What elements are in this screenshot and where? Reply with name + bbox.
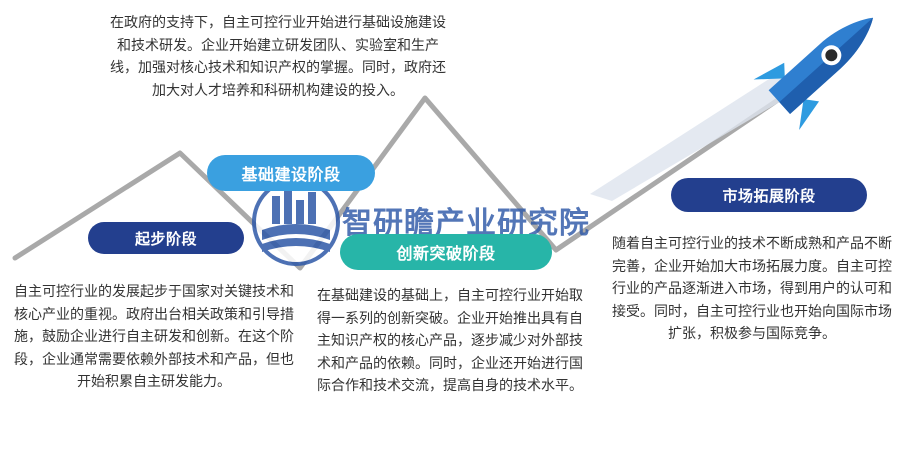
market-stage-label: 市场拓展阶段	[671, 178, 867, 212]
innovation-stage-description: 在基础建设的基础上，自主可控行业开始取得一系列的创新突破。企业开始推出具有自主知…	[317, 288, 583, 394]
rocket-trail	[590, 72, 800, 201]
city-book-logo	[252, 178, 340, 266]
foundation-stage-label: 基础建设阶段	[207, 155, 375, 191]
innovation-stage-label: 创新突破阶段	[340, 234, 552, 270]
rocket-icon	[753, 17, 873, 131]
start-stage-label: 起步阶段	[88, 222, 244, 254]
start-stage-description: 自主可控行业的发展起步于国家对关键技术和核心产业的重视。政府出台相关政策和引导措…	[14, 284, 294, 390]
foundation-stage-description: 在政府的支持下，自主可控行业开始进行基础设施建设和技术研发。企业开始建立研发团队…	[110, 15, 446, 99]
market-stage-description: 随着自主可控行业的技术不断成熟和产品不断完善，企业开始加大市场拓展力度。自主可控…	[612, 236, 892, 342]
